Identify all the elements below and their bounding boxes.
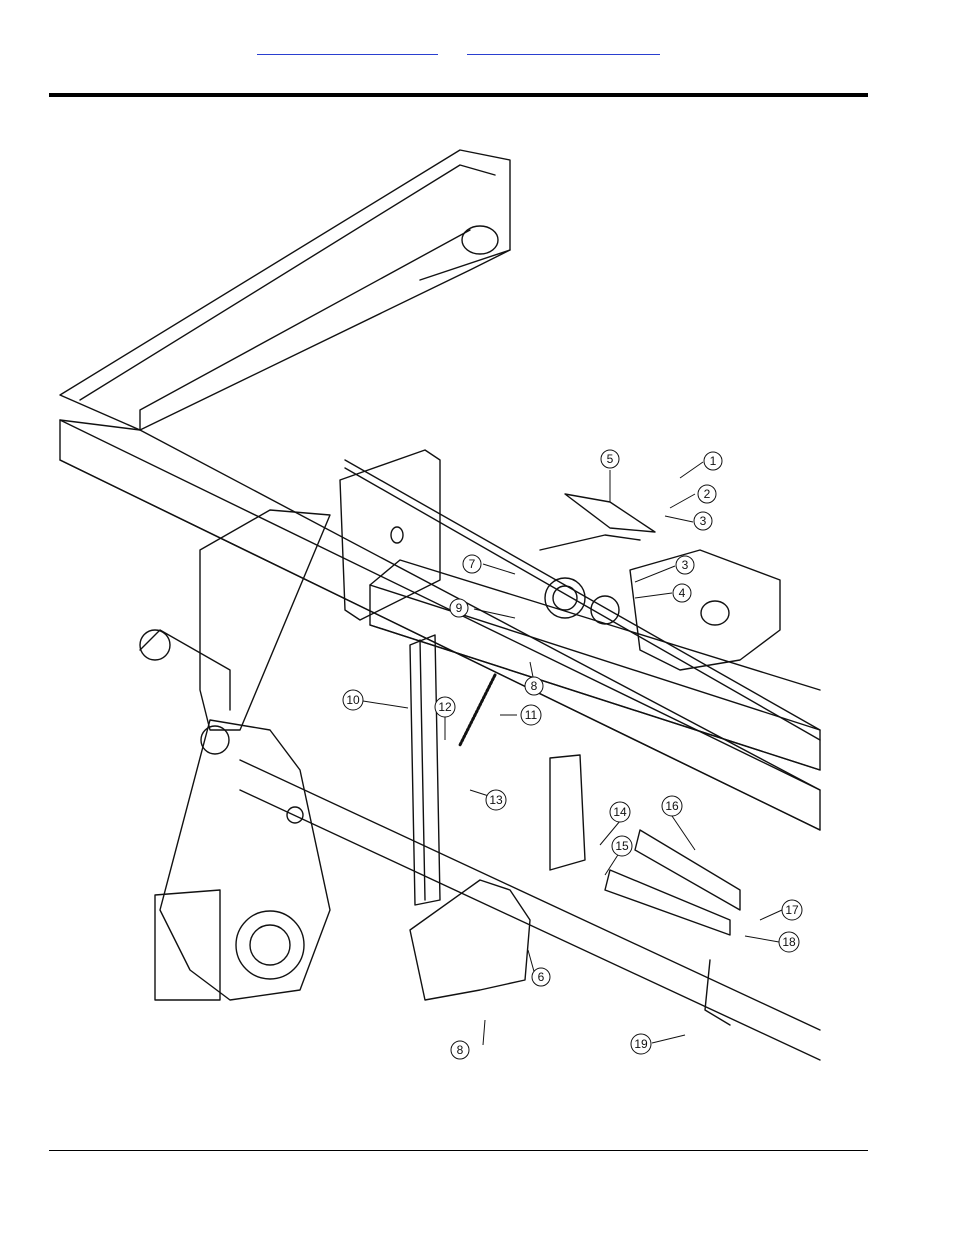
callout-8a-label: 8 (531, 679, 538, 693)
footer-rule (49, 1150, 868, 1151)
callout-18: 18 (779, 932, 799, 952)
callout-2: 2 (698, 485, 716, 503)
callout-3a-label: 3 (700, 514, 707, 528)
callout-7-label: 7 (469, 557, 476, 571)
callout-13: 13 (486, 790, 506, 810)
callout-6: 6 (532, 968, 550, 986)
callout-2-label: 2 (704, 487, 711, 501)
callout-8b: 8 (451, 1041, 469, 1059)
callout-3b: 3 (676, 556, 694, 574)
callout-3a: 3 (694, 512, 712, 530)
parts-exploded-diagram: 1 2 3 3 4 5 6 7 8 8 9 10 11 12 13 14 15 … (40, 130, 840, 1090)
callout-12-label: 12 (438, 700, 452, 714)
callout-10: 10 (343, 690, 363, 710)
callout-5-label: 5 (607, 452, 614, 466)
callout-13-label: 13 (489, 793, 503, 807)
callout-11: 11 (521, 705, 541, 725)
callout-1-label: 1 (710, 454, 717, 468)
header-rule (49, 93, 868, 97)
header-link-2[interactable] (467, 38, 660, 55)
callout-4-label: 4 (679, 586, 686, 600)
callout-15-label: 15 (615, 839, 629, 853)
callout-17-label: 17 (785, 903, 799, 917)
header-link-1[interactable] (257, 38, 438, 55)
callout-9: 9 (450, 599, 468, 617)
callout-1: 1 (704, 452, 722, 470)
callout-12: 12 (435, 697, 455, 717)
callout-16-label: 16 (665, 799, 679, 813)
callout-15: 15 (612, 836, 632, 856)
callout-3b-label: 3 (682, 558, 689, 572)
callout-17: 17 (782, 900, 802, 920)
callout-8b-label: 8 (457, 1043, 464, 1057)
callout-8a: 8 (525, 677, 543, 695)
callout-18-label: 18 (782, 935, 796, 949)
callout-6-label: 6 (538, 970, 545, 984)
callout-7: 7 (463, 555, 481, 573)
callout-14: 14 (610, 802, 630, 822)
callout-19: 19 (631, 1034, 651, 1054)
callout-11-label: 11 (525, 708, 538, 722)
callout-14-label: 14 (613, 805, 627, 819)
callout-19-label: 19 (634, 1037, 648, 1051)
callout-9-label: 9 (456, 601, 463, 615)
callout-4: 4 (673, 584, 691, 602)
callout-10-label: 10 (346, 693, 360, 707)
callout-16: 16 (662, 796, 682, 816)
callout-5: 5 (601, 450, 619, 468)
